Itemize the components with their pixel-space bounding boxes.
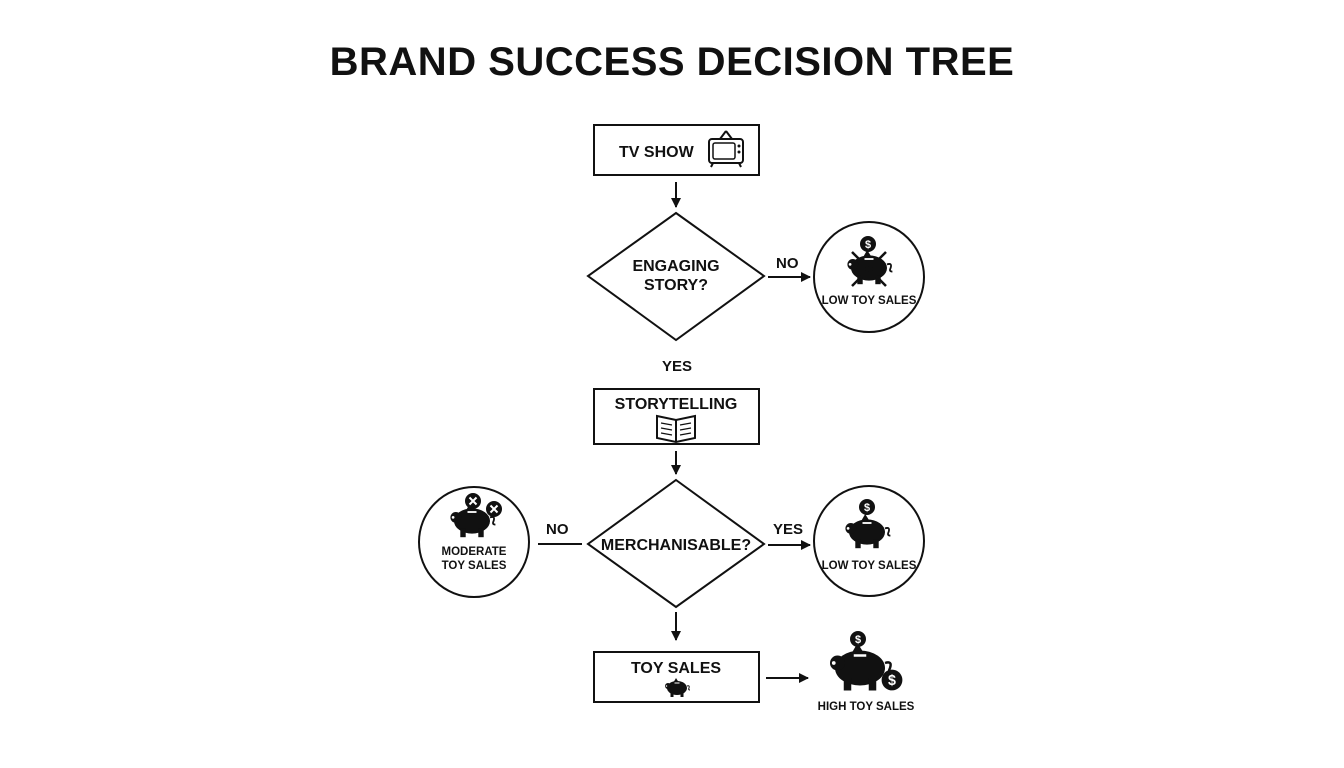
node-engaging-story: ENGAGING STORY? [586, 211, 766, 342]
x-mark-icon [485, 500, 503, 518]
node-tv-show: TV SHOW [593, 124, 760, 176]
outcome-low-right-label: LOW TOY SALES [822, 560, 917, 572]
x-mark-icon [464, 492, 482, 510]
x-mark-icon [851, 251, 887, 287]
dollar-coin-icon [860, 236, 876, 252]
outcome-moderate-toy-sales: MODERATE TOY SALES [418, 486, 530, 598]
outcome-low-toy-sales-right: LOW TOY SALES [813, 485, 925, 597]
dollar-coin-icon [850, 631, 866, 647]
node-tv-show-label: TV SHOW [619, 144, 695, 161]
outcome-low-top-label: LOW TOY SALES [822, 295, 917, 307]
edge-label-no-top: NO [776, 255, 799, 272]
outcome-low-toy-sales-top: LOW TOY SALES [813, 221, 925, 333]
node-toy-sales: TOY SALES [593, 651, 760, 703]
edge-label-yes-down: YES [662, 358, 692, 375]
node-engaging-story-line2: STORY? [644, 277, 708, 294]
page-title: BRAND SUCCESS DECISION TREE [329, 40, 1015, 84]
node-engaging-story-line1: ENGAGING [632, 258, 719, 275]
outcome-high-toy-sales: HIGH TOY SALES [818, 631, 915, 713]
tv-icon [708, 130, 744, 168]
node-merchanisable-label: MERCHANISABLE? [601, 537, 751, 554]
dollar-coin-icon [881, 669, 903, 691]
node-storytelling-label: STORYTELLING [615, 396, 738, 413]
dollar-coin-icon [859, 499, 875, 515]
book-icon [656, 414, 696, 444]
node-merchanisable: MERCHANISABLE? [586, 478, 766, 609]
outcome-high-label: HIGH TOY SALES [818, 701, 915, 713]
edge-label-yes-right: YES [773, 521, 803, 538]
node-storytelling: STORYTELLING [593, 388, 760, 445]
node-toy-sales-label: TOY SALES [631, 660, 721, 677]
outcome-moderate-line1: MODERATE [442, 546, 507, 558]
edge-label-no-left: NO [546, 521, 569, 538]
outcome-moderate-line2: TOY SALES [442, 560, 507, 572]
